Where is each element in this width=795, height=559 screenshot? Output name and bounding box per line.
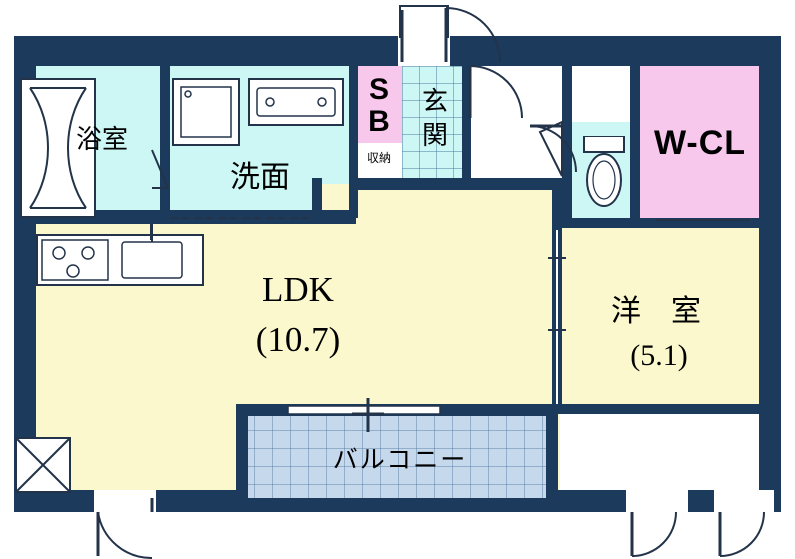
wall-sb-left: [349, 66, 358, 218]
wall-right: [759, 36, 781, 502]
room-label-wcl: W-CL: [653, 124, 747, 162]
room-label-balcony: バルコニー: [332, 447, 468, 474]
room-storage-floor: [357, 143, 402, 184]
wall-ldk-notch: [312, 178, 322, 224]
kitchen-counter-icon: [36, 234, 204, 286]
room-label-entrance-1: 玄: [421, 87, 448, 116]
kitchen-faucet-icon: [150, 224, 153, 240]
window-bottom-left: [94, 490, 156, 512]
room-label-shoebox-b: B: [368, 105, 390, 138]
wall-top-right: [449, 36, 781, 66]
window-bottom-right-a: [626, 490, 688, 512]
room-label-youshitsu-2: 室: [671, 295, 701, 328]
wall-hall-bottom: [462, 178, 570, 190]
wall-wcl-left: [630, 66, 640, 226]
wall-toilet-bottom: [562, 218, 640, 228]
room-label-youshitsu-area: (5.1): [630, 339, 688, 372]
room-label-entrance-2: 関: [421, 121, 448, 150]
wall-genkan-right: [462, 66, 471, 190]
room-label-ldk: LDK: [262, 270, 334, 309]
balcony-tile-pattern: [236, 412, 558, 498]
room-label-storage: 収納: [366, 151, 391, 165]
wall-balcony-right: [546, 404, 558, 498]
bathtub-icon: [20, 78, 96, 218]
wall-top-left: [14, 36, 398, 66]
room-label-ldk-area: (10.7): [255, 320, 341, 359]
toilet-icon: [582, 136, 626, 216]
wall-youshitsu-bottom: [552, 404, 759, 414]
room-label-washroom: 洗面: [230, 161, 290, 194]
wall-bottom: [14, 490, 781, 512]
entrance-tile-pattern: [402, 66, 470, 184]
wall-balcony-top-left: [236, 404, 248, 498]
room-label-bathroom: 浴室: [75, 125, 128, 154]
wall-bath-washroom: [160, 66, 170, 218]
room-ldk-floor-upper: [320, 184, 560, 224]
wall-sb-bottom: [349, 178, 470, 190]
window-bottom-right-b: [714, 490, 774, 512]
room-youshitsu-floor: [560, 226, 759, 412]
room-entrance-floor: [402, 66, 470, 184]
room-label-shoebox-s: S: [368, 73, 389, 106]
entry-door-opening: [398, 36, 450, 66]
wall-wcl-bottom: [638, 218, 759, 228]
room-wcl-floor: [638, 66, 759, 226]
room-label-youshitsu-1: 洋: [611, 295, 641, 328]
washing-machine-icon: [172, 78, 240, 146]
toilet-upper-floor: [570, 66, 638, 122]
balcony-floor: [236, 412, 558, 498]
washbasin-icon: [248, 78, 344, 126]
